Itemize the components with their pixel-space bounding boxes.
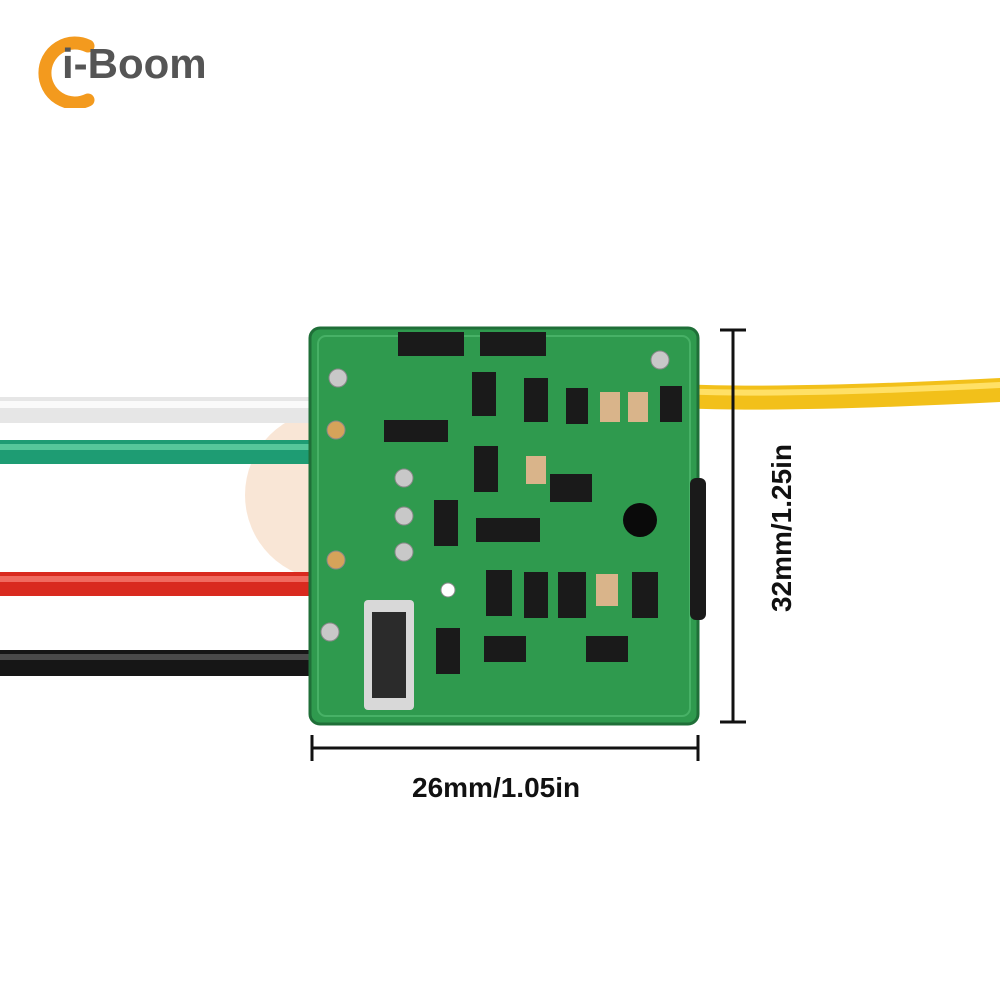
- brand-logo: [30, 28, 230, 110]
- green-wire: [0, 440, 320, 464]
- red-wire: [0, 572, 320, 596]
- black-wire: [0, 650, 320, 676]
- brand-logo-icon: [38, 36, 95, 110]
- pcb-board: [308, 326, 706, 726]
- height-dimension-label: 32mm/1.25in: [766, 443, 797, 613]
- width-dimension-label: 26mm/1.05in: [412, 772, 581, 803]
- wires-left: [0, 397, 320, 676]
- white-wire: [0, 397, 320, 423]
- brand-name: i-Boom: [62, 40, 207, 87]
- dimension-lines: [310, 328, 746, 761]
